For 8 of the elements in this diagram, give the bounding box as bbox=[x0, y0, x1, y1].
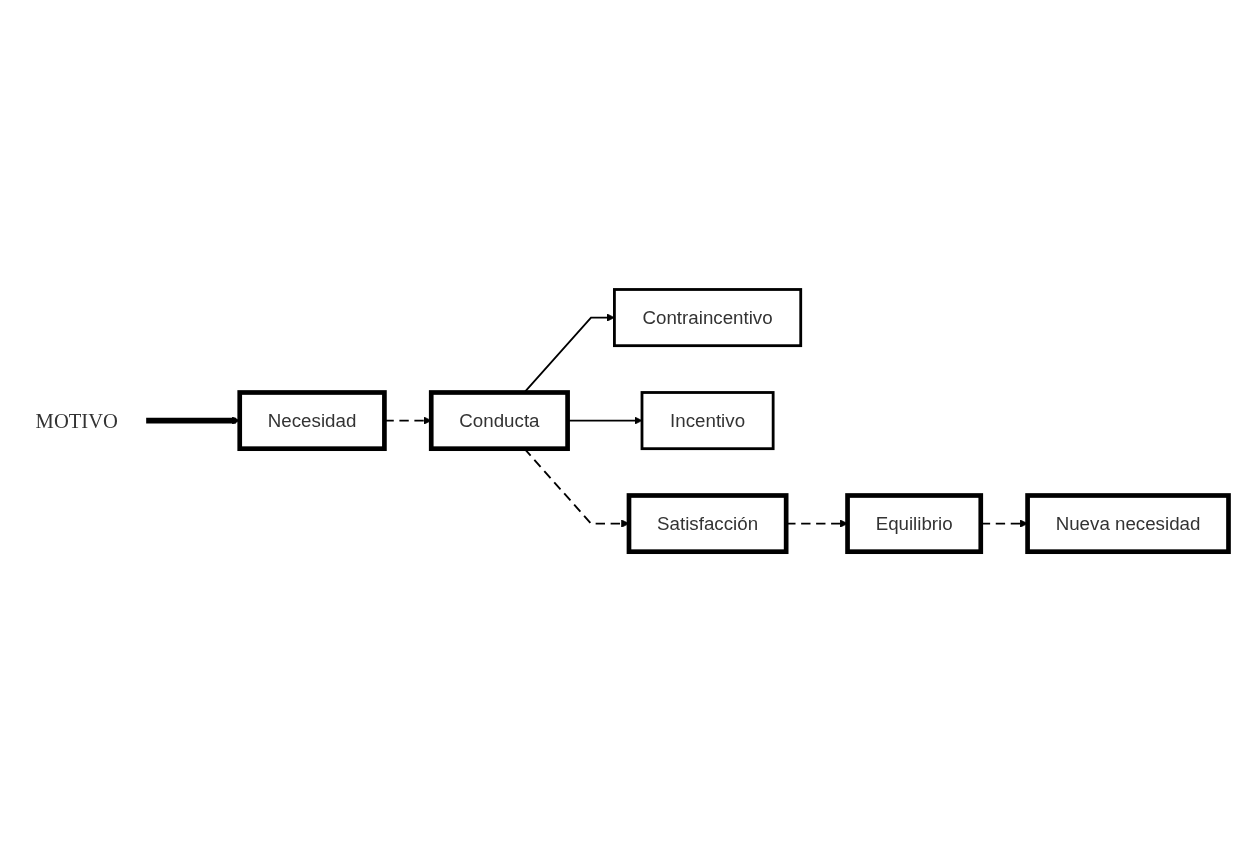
node-box: Contraincentivo bbox=[613, 288, 803, 348]
node-box: Satisfacción bbox=[626, 493, 789, 555]
node-box: Equilibrio bbox=[845, 493, 984, 555]
node-box: Necesidad bbox=[237, 390, 387, 452]
node-box: Nueva necesidad bbox=[1025, 493, 1231, 555]
node-box: Incentivo bbox=[640, 391, 775, 451]
node-text: MOTIVO bbox=[35, 409, 118, 433]
node-box: Conducta bbox=[428, 390, 570, 452]
